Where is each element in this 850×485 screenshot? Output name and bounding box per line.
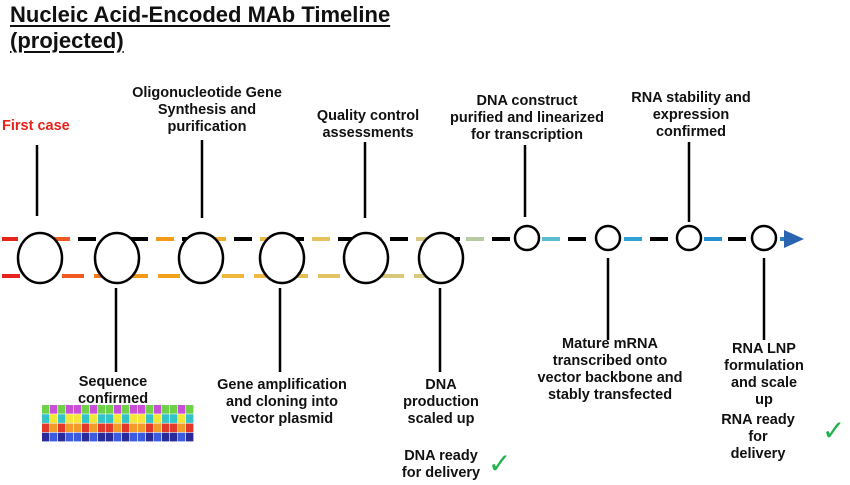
page-title: Nucleic Acid-Encoded MAb Timeline (proje… [10, 2, 390, 54]
node-sequence [93, 231, 141, 285]
label-oligo-synthesis: Oligonucleotide Gene Synthesis and purif… [132, 85, 282, 135]
label-first-case: First case [2, 118, 70, 134]
label-dna-production: DNA production scaled up [403, 377, 479, 427]
label-quality-control: Quality control assessments [316, 108, 420, 141]
node-first-case [16, 231, 64, 285]
label-gene-amplification: Gene amplification and cloning into vect… [217, 377, 347, 427]
rna-nodes [513, 224, 778, 252]
connector-lines [35, 140, 766, 372]
node-gene-amp [258, 231, 306, 285]
label-rna-lnp: RNA LNP formulation and scale up [724, 341, 804, 408]
arrow-head-icon [784, 230, 804, 248]
node-rna-stability [675, 224, 703, 252]
label-sequence-confirmed: Sequence confirmed [77, 374, 149, 407]
label-dna-construct: DNA construct purified and linearized fo… [450, 93, 604, 143]
label-dna-ready: DNA ready for delivery [401, 448, 481, 481]
sequence-alignment-image [42, 405, 194, 442]
label-rna-stability: RNA stability and expression confirmed [631, 90, 751, 140]
label-mature-mrna: Mature mRNA transcribed onto vector back… [537, 336, 683, 403]
node-mature-mrna [594, 224, 622, 252]
title-line-2: (projected) [10, 28, 124, 53]
node-dna-construct [513, 224, 541, 252]
node-oligo [177, 231, 225, 285]
check-icon-rna-ready: ✓ [822, 415, 846, 446]
node-qc [342, 231, 390, 285]
title-line-1: Nucleic Acid-Encoded MAb Timeline [10, 2, 391, 27]
label-rna-ready: RNA ready for delivery [721, 412, 795, 462]
node-rna-lnp [750, 224, 778, 252]
dna-nodes [16, 231, 465, 285]
node-dna-production [417, 231, 465, 285]
check-icon-dna-ready: ✓ [488, 448, 512, 479]
dna-track [2, 237, 460, 278]
